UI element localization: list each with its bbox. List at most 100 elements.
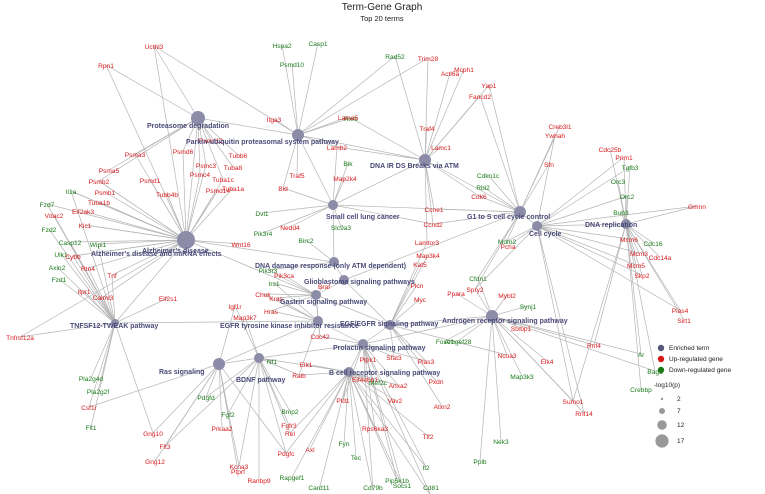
edge <box>238 357 260 467</box>
term-node[interactable] <box>177 231 195 249</box>
term-node[interactable] <box>328 200 338 210</box>
edge <box>625 223 642 390</box>
edge <box>185 187 234 241</box>
gene-label: Axin2 <box>49 265 66 272</box>
term-node[interactable] <box>329 257 339 267</box>
gene-label: Fgfr3 <box>281 423 297 430</box>
term-node[interactable] <box>358 339 368 349</box>
edge <box>90 322 116 428</box>
edge <box>97 239 187 245</box>
edge <box>84 224 187 241</box>
gene-label: Lama5 <box>338 115 358 122</box>
edge <box>457 315 493 342</box>
edge <box>444 315 493 342</box>
term-node[interactable] <box>111 319 119 327</box>
gene-label: Nf1 <box>267 359 278 366</box>
term-node[interactable] <box>419 154 431 166</box>
edge <box>319 335 364 345</box>
gene-label: Bid <box>278 186 288 193</box>
edge <box>424 159 434 225</box>
edge <box>267 261 335 271</box>
edge <box>394 55 426 161</box>
term-node[interactable] <box>486 310 498 322</box>
term-node[interactable] <box>514 206 526 218</box>
gene-label: Cdc14a <box>649 255 672 262</box>
gene-label: Chuk <box>255 292 271 299</box>
edge <box>389 324 443 407</box>
edge <box>72 239 187 257</box>
gene-label: Anxa2 <box>389 383 408 390</box>
edge <box>474 225 538 290</box>
edge <box>389 241 428 326</box>
edge <box>625 223 642 355</box>
edge <box>362 343 403 486</box>
edge <box>389 324 427 362</box>
edge <box>348 371 399 386</box>
gene-label: Orc2 <box>620 194 635 201</box>
term-edge <box>332 159 426 206</box>
edge <box>258 357 300 376</box>
term-node[interactable] <box>311 290 321 300</box>
gene-label: Rpn1 <box>98 63 114 70</box>
gene-label: Pdgfc <box>278 451 296 458</box>
gene-label: Gmnn <box>688 204 706 211</box>
gene-label: Mef2c <box>369 380 388 387</box>
edge <box>536 166 631 227</box>
gene-label: Yap1 <box>482 83 497 90</box>
gene-label: Birc2 <box>298 238 313 245</box>
term-edge <box>297 134 334 206</box>
gene-label: Rel <box>285 431 295 438</box>
gene-label: Eif2ak3 <box>72 209 94 216</box>
term-node[interactable] <box>313 316 323 326</box>
gene-label: Elk1 <box>300 362 313 369</box>
term-edge <box>197 117 299 136</box>
edge <box>153 45 187 241</box>
gene-label: Fgf2 <box>221 412 235 419</box>
edge <box>108 117 199 171</box>
term-node[interactable] <box>292 129 304 141</box>
gene-label: Wnt16 <box>231 242 250 249</box>
gene-label: Psmb2 <box>89 179 110 186</box>
term-label: Glioblastoma signaling pathways <box>304 279 415 286</box>
term-node[interactable] <box>532 221 542 231</box>
term-label: DNA damage response (only ATM dependent) <box>255 263 406 270</box>
gene-label: Map3k3 <box>510 374 534 381</box>
gene-label: Mdm2 <box>498 239 517 246</box>
edge <box>625 223 656 372</box>
gene-label: Pias3 <box>418 359 435 366</box>
edge <box>536 134 556 227</box>
edge <box>424 159 480 197</box>
edge <box>19 239 187 338</box>
term-node[interactable] <box>213 358 225 370</box>
term-label: Proteasome degradation <box>147 123 229 130</box>
gene-label: Traf5 <box>289 173 304 180</box>
edge <box>348 371 398 481</box>
gene-label: Lamc1 <box>431 145 451 152</box>
gene-label: Pla2g4d <box>79 376 104 383</box>
gene-label: Flt3 <box>160 444 171 451</box>
gene-label: Psmd14 <box>206 188 231 195</box>
edge <box>332 204 434 225</box>
gene-label: Ralb <box>292 373 306 380</box>
gene-label: Cd81 <box>423 485 439 492</box>
term-node[interactable] <box>621 219 631 229</box>
term-node[interactable] <box>339 275 349 285</box>
gene-label: Map3k7 <box>233 315 257 322</box>
gene-label: Fzd2 <box>42 227 57 234</box>
edge <box>572 223 627 402</box>
edge <box>297 116 349 136</box>
term-node[interactable] <box>385 320 395 330</box>
edge <box>617 180 627 225</box>
term-edge <box>343 211 521 281</box>
edge <box>348 371 427 468</box>
graph-subtitle: Top 20 terms <box>360 14 404 23</box>
gene-label: Bmp2 <box>281 409 299 416</box>
edge <box>197 117 201 175</box>
gene-label: Trim28 <box>418 56 439 63</box>
legend-size-label-7: 7 <box>677 408 681 415</box>
term-edge <box>258 343 364 359</box>
term-node[interactable] <box>191 111 205 125</box>
term-node[interactable] <box>254 353 264 363</box>
term-node[interactable] <box>344 367 354 377</box>
